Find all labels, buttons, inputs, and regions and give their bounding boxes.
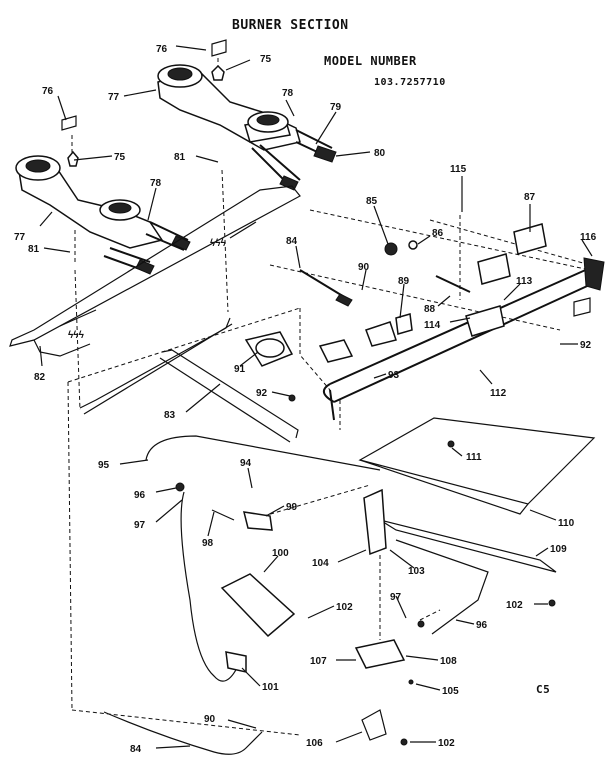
callout-104: 104 (312, 558, 329, 569)
callout-112: 112 (490, 388, 507, 399)
callout-86: 86 (432, 228, 444, 239)
callout-94: 94 (240, 458, 252, 469)
diagram-title: BURNER SECTION (232, 18, 349, 33)
callout-99: 99 (286, 502, 298, 513)
burner-tray: ϟϟϟ ϟϟϟ (9, 185, 301, 357)
callout-84: 84 (286, 236, 298, 247)
callout-76: 76 (42, 86, 54, 97)
callout-90: 90 (358, 262, 370, 273)
callout-82: 82 (34, 372, 46, 383)
callout-102: 102 (438, 738, 455, 749)
callout-106: 106 (306, 738, 323, 749)
callout-75: 75 (260, 54, 272, 65)
callout-76: 76 (156, 44, 168, 55)
right-burner-assembly (157, 39, 337, 191)
callout-90: 90 (204, 714, 216, 725)
callout-98: 98 (202, 538, 214, 549)
callout-78: 78 (282, 88, 294, 99)
regulator-assembly (79, 317, 299, 443)
callout-93: 93 (388, 370, 400, 381)
svg-text:ϟϟϟ: ϟϟϟ (210, 238, 227, 249)
left-burner-assembly (15, 115, 191, 275)
callout-97: 97 (134, 520, 146, 531)
callout-116: 116 (580, 232, 597, 243)
burner-pan (358, 417, 596, 573)
callout-80: 80 (374, 148, 386, 159)
callout-100: 100 (272, 548, 289, 559)
callout-103: 103 (408, 566, 425, 577)
svg-text:ϟϟϟ: ϟϟϟ (68, 330, 85, 341)
callout-numbers: 76 75 77 78 79 80 81 115 87 116 76 75 77… (14, 44, 597, 755)
callout-77: 77 (14, 232, 26, 243)
callout-102: 102 (506, 600, 523, 611)
callout-111: 111 (466, 452, 482, 463)
callout-91: 91 (234, 364, 246, 375)
callout-87: 87 (524, 192, 536, 203)
callout-108: 108 (440, 656, 457, 667)
callout-89: 89 (398, 276, 410, 287)
callout-96: 96 (476, 620, 488, 631)
callout-88: 88 (424, 304, 436, 315)
callout-110: 110 (558, 518, 575, 529)
callout-77: 77 (108, 92, 120, 103)
callout-109: 109 (550, 544, 567, 555)
callout-114: 114 (424, 320, 441, 331)
callout-102: 102 (336, 602, 353, 613)
callout-81: 81 (28, 244, 40, 255)
callout-97: 97 (390, 592, 402, 603)
callout-78: 78 (150, 178, 162, 189)
callout-105: 105 (442, 686, 459, 697)
callout-101: 101 (262, 682, 279, 693)
callout-107: 107 (310, 656, 327, 667)
page-code: C5 (536, 683, 551, 696)
igniter-cables (103, 435, 556, 755)
callout-81: 81 (174, 152, 186, 163)
callout-84: 84 (130, 744, 142, 755)
callout-92: 92 (256, 388, 268, 399)
callout-113: 113 (516, 276, 533, 287)
callout-75: 75 (114, 152, 126, 163)
assembly-lines (67, 58, 591, 736)
callout-92: 92 (580, 340, 592, 351)
callout-96: 96 (134, 490, 146, 501)
leader-lines (39, 45, 593, 749)
callout-95: 95 (98, 460, 110, 471)
callout-115: 115 (450, 164, 467, 175)
manifold-assembly (299, 223, 605, 421)
model-number-label: MODEL NUMBER (324, 54, 417, 68)
callout-85: 85 (366, 196, 378, 207)
model-number-value: 103.7257710 (374, 77, 446, 88)
callout-83: 83 (164, 410, 176, 421)
callout-79: 79 (330, 102, 342, 113)
